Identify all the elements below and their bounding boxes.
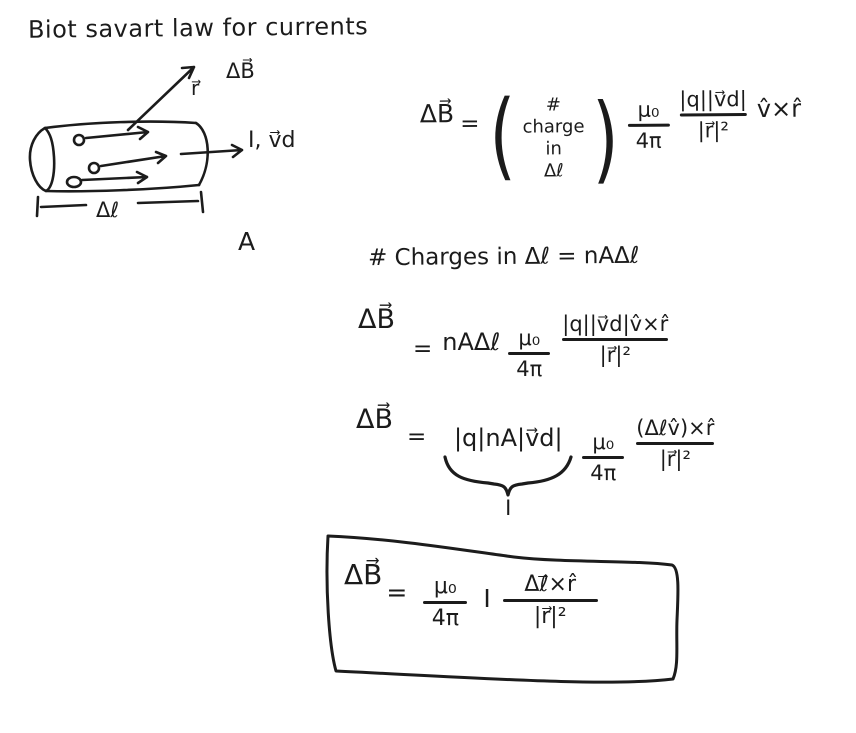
area-label: A: [238, 227, 255, 256]
eq-grouped-current: ΔB⃗ = |q|nA|v⃗d| I μ₀ 4π (Δℓv̂)×r̂ |r⃗|²: [356, 402, 715, 520]
current-arrow: [179, 143, 244, 159]
eq2-equals: =: [413, 336, 433, 362]
hand-drawn-box: [325, 534, 680, 684]
fraction-bar: [636, 442, 715, 446]
open-paren: (: [488, 80, 516, 191]
current-label: I, v⃗d: [248, 128, 295, 153]
eq1-lhs: ΔB⃗: [419, 99, 455, 129]
delta-l-dimension: [35, 190, 205, 218]
stack-line-in: in: [545, 138, 562, 160]
eq3-lhs: ΔB⃗: [356, 404, 393, 435]
final-current: I: [483, 584, 491, 613]
dl-denominator: |r⃗|²: [533, 604, 567, 630]
mu-numerator: μ₀: [592, 430, 615, 454]
dl-numerator: Δℓ⃗×r̂: [524, 572, 577, 597]
eq-substituted: ΔB⃗ = nAΔℓ μ₀ 4π |q||v⃗d|v̂×r̂ |r⃗|²: [358, 302, 669, 382]
eq-final-boxed: ΔB⃗ = μ₀ 4π I Δℓ⃗×r̂ |r⃗|²: [344, 552, 598, 632]
eq1-equals: =: [460, 110, 480, 138]
qv-numerator: |q||v⃗d|v̂×r̂: [562, 312, 669, 336]
eq1-cross-product: v̂×r̂: [756, 94, 802, 123]
qv-numerator: |q||v⃗d|: [679, 87, 747, 112]
mu-denominator: 4π: [516, 357, 543, 382]
final-lhs: ΔB⃗: [344, 558, 383, 591]
eq-charge-count: # Charges in Δℓ = nAΔℓ: [367, 242, 640, 272]
fraction-bar: [423, 601, 468, 605]
eq2-lhs: ΔB⃗: [358, 304, 395, 335]
r-label: r⃗: [191, 76, 201, 100]
qv-denominator: |r⃗|²: [697, 118, 729, 143]
mu-numerator: μ₀: [637, 97, 660, 122]
mu-fraction: μ₀ 4π: [423, 574, 468, 632]
mu-fraction: μ₀ 4π: [582, 430, 625, 486]
final-equals: =: [386, 578, 408, 607]
dl-numerator: (Δℓv̂)×r̂: [636, 416, 715, 440]
stack-line-charge: charge: [522, 116, 585, 138]
qv-denominator: |r⃗|²: [599, 343, 631, 368]
wire-cylinder: [28, 120, 210, 193]
current-I-label: I: [505, 496, 512, 520]
fraction-bar: [679, 113, 747, 117]
eq3-qnav: |q|nA|v⃗d|: [453, 424, 563, 452]
dl-cross-fraction: (Δℓv̂)×r̂ |r⃗|²: [636, 416, 715, 472]
dl-cross-fraction: Δℓ⃗×r̂ |r⃗|²: [502, 572, 598, 630]
fraction-bar: [562, 338, 669, 342]
mu-denominator: 4π: [590, 461, 617, 486]
mu-numerator: μ₀: [518, 326, 541, 350]
charge-carriers: [65, 125, 168, 189]
mu-numerator: μ₀: [433, 574, 457, 599]
close-paren: ): [591, 83, 619, 195]
dl-denominator: |r⃗|²: [659, 447, 691, 472]
charge-count-stack: # charge in Δℓ: [522, 94, 585, 182]
eq2-nadl: nAΔℓ: [442, 328, 501, 356]
fraction-bar: [502, 599, 598, 603]
fraction-bar: [627, 123, 670, 128]
delta-b-label: ΔB⃗: [226, 58, 255, 83]
wire-diagram: ΔB⃗ r⃗ I, v⃗d Δℓ A: [28, 58, 295, 256]
stack-line-dl: Δℓ: [543, 160, 564, 182]
eq3-equals: =: [407, 424, 427, 450]
r-vector-arrow: [126, 65, 196, 132]
delta-l-label: Δℓ: [96, 198, 119, 222]
fraction-bar: [508, 352, 551, 356]
eq-general-form: ΔB⃗ = ( # charge in Δℓ ) μ₀ 4π |q||v⃗d| …: [419, 80, 802, 195]
fraction-bar: [582, 456, 625, 460]
mu-fraction: μ₀ 4π: [627, 97, 670, 154]
mu-fraction: μ₀ 4π: [508, 326, 551, 382]
stack-line-hash: #: [545, 94, 561, 116]
charge-velocity-fraction: |q||v⃗d| |r⃗|²: [679, 87, 747, 143]
page-title: Biot savart law for currents: [27, 12, 369, 44]
underbrace-icon: [443, 455, 573, 497]
current-group: |q|nA|v⃗d| I: [442, 424, 574, 520]
mu-denominator: 4π: [635, 128, 662, 153]
mu-denominator: 4π: [431, 606, 459, 632]
charge-velocity-fraction: |q||v⃗d|v̂×r̂ |r⃗|²: [562, 312, 669, 368]
